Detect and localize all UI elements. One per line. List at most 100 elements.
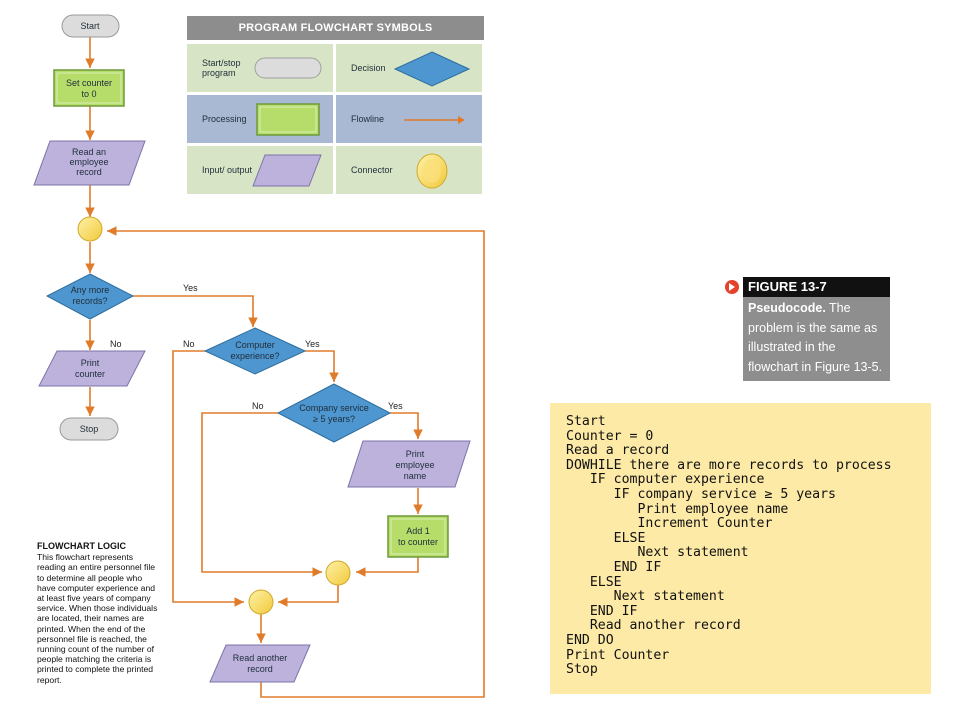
pseudocode-line: Print employee name [566, 501, 789, 517]
logic-title: FLOWCHART LOGIC [37, 541, 126, 551]
figure-caption-body: The problem is the same as illustrated i… [748, 301, 883, 374]
legend-label-flowline: Flowline [351, 114, 385, 124]
set-counter-process: Set counter to 0 [53, 69, 125, 107]
flowline-anymore-yes [133, 295, 258, 327]
legend-label-decision: Decision [351, 63, 386, 73]
flowlines [85, 37, 485, 698]
logic-body: This flowchart represents reading an ent… [37, 552, 158, 685]
read-another-line-1: Read another [233, 653, 288, 663]
print-name-line-3: name [404, 471, 427, 481]
figure-caption-lead: Pseudocode. [748, 301, 826, 315]
symbols-legend: PROGRAM FLOWCHART SYMBOLS Start/stop pro… [187, 16, 484, 196]
flowline-add-to-connector [356, 557, 419, 577]
pseudocode-line: Read a record [566, 443, 670, 459]
pseudocode-line: DOWHILE there are more records to proces… [566, 457, 892, 473]
label-no-service: No [252, 401, 264, 411]
add-one-line-2: to counter [398, 537, 438, 547]
legend-cell-flowline: Flowline [336, 95, 482, 143]
set-counter-line-1: Set counter [66, 78, 112, 88]
pseudocode-line: ELSE [566, 530, 646, 546]
label-no-any-more: No [110, 339, 122, 349]
any-more-line-2: records? [72, 296, 107, 306]
figure-caption-text: Pseudocode. The problem is the same as i… [748, 299, 888, 377]
set-counter-line-2: to 0 [81, 89, 96, 99]
read-employee-line-2: employee [69, 157, 108, 167]
flowline-service-yes [390, 412, 423, 439]
add-one-line-1: Add 1 [406, 526, 430, 536]
flowchart-logic-caption: FLOWCHART LOGIC This flowchart represent… [37, 541, 162, 685]
pseudocode-line: Start [566, 414, 606, 429]
print-counter-line-2: counter [75, 369, 105, 379]
any-more-line-1: Any more [71, 285, 110, 295]
read-employee-line-3: record [76, 167, 102, 177]
computer-experience-decision: Computer experience? [203, 327, 307, 375]
any-more-decision: Any more records? [45, 273, 135, 320]
pseudocode-line: Increment Counter [566, 516, 773, 532]
pseudocode-line: Stop [566, 662, 598, 678]
pseudocode-line: Print Counter [566, 647, 670, 663]
add-one-process: Add 1 to counter [387, 515, 449, 558]
input-output-symbol [252, 154, 322, 187]
legend-title: PROGRAM FLOWCHART SYMBOLS [187, 16, 484, 40]
legend-label-start-stop: Start/stop program [202, 58, 241, 78]
start-label: Start [80, 21, 100, 31]
read-employee-io: Read an employee record [33, 140, 146, 186]
flowline-service-no [201, 412, 322, 577]
figure-caption-box: FIGURE 13-7 Pseudocode. The problem is t… [743, 277, 890, 381]
pseudocode-line: END IF [566, 560, 662, 575]
print-name-line-2: employee [395, 460, 434, 470]
pseudocode-line: Counter = 0 [566, 428, 654, 444]
company-service-line-1: Company service [299, 403, 369, 413]
figure-arrow-icon [725, 280, 739, 294]
connector-top [77, 216, 103, 242]
connector-symbol [416, 153, 448, 189]
label-yes-any-more: Yes [183, 283, 198, 293]
legend-cell-input-output: Input/ output [187, 146, 333, 194]
company-service-decision: Company service ≥ 5 years? [276, 383, 392, 443]
label-yes-computer: Yes [305, 339, 320, 349]
flowline-connector-to-connector [278, 585, 339, 607]
computer-exp-line-2: experience? [230, 351, 279, 361]
legend-cell-processing: Processing [187, 95, 333, 143]
print-employee-name-io: Print employee name [347, 440, 471, 488]
legend-label-connector: Connector [351, 165, 393, 175]
legend-cell-start-stop: Start/stop program [187, 44, 333, 92]
decision-symbol [393, 51, 471, 87]
start-stop-symbol [254, 57, 322, 79]
figure-number: FIGURE 13-7 [743, 277, 890, 297]
legend-label-input-output: Input/ output [202, 165, 253, 175]
stop-label: Stop [80, 424, 99, 434]
company-service-line-2: ≥ 5 years? [313, 414, 355, 424]
connector-outer [248, 589, 274, 615]
flowline-symbol [404, 116, 465, 124]
pseudocode-line: IF company service ≥ 5 years [566, 487, 836, 502]
pseudocode-line: END DO [566, 633, 614, 648]
pseudocode-line: ELSE [566, 574, 622, 590]
start-terminal: Start [61, 14, 120, 38]
flowline-computer-yes [305, 350, 339, 382]
label-no-computer: No [183, 339, 195, 349]
processing-symbol [256, 103, 320, 136]
stop-terminal: Stop [59, 417, 119, 441]
legend-label-processing: Processing [202, 114, 247, 124]
legend-cell-connector: Connector [336, 146, 482, 194]
computer-exp-line-1: Computer [235, 340, 275, 350]
label-yes-service: Yes [388, 401, 403, 411]
pseudocode-box: Start Counter = 0 Read a record DOWHILE … [550, 403, 931, 694]
read-another-line-2: record [247, 664, 273, 674]
flowline-computer-no [172, 350, 244, 607]
pseudocode-line: Next statement [566, 545, 749, 561]
print-counter-io: Print counter [38, 350, 146, 387]
pseudocode-line: Read another record [566, 618, 741, 634]
flowline-loop-back [107, 226, 485, 698]
pseudocode-line: IF computer experience [566, 472, 765, 488]
read-another-record-io: Read another record [209, 644, 311, 683]
legend-cell-decision: Decision [336, 44, 482, 92]
connector-inner [325, 560, 351, 586]
pseudocode-line: END IF [566, 603, 638, 619]
print-name-line-1: Print [406, 449, 425, 459]
read-employee-line-1: Read an [72, 147, 106, 157]
pseudocode-line: Next statement [566, 589, 725, 605]
print-counter-line-1: Print [81, 358, 100, 368]
